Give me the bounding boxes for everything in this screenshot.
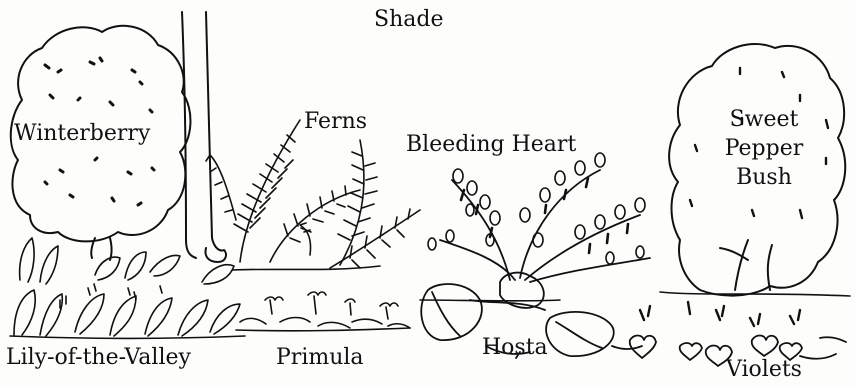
label-bush: Bush <box>716 166 812 189</box>
label-sweet: Sweet <box>716 108 812 131</box>
label-pepper: Pepper <box>716 137 812 160</box>
label-lily-of-the-valley: Lily-of-the-Valley <box>6 346 191 369</box>
label-violets: Violets <box>726 358 802 381</box>
title-shade: Shade <box>374 8 443 31</box>
label-ferns: Ferns <box>304 110 367 133</box>
ground-line <box>420 292 850 301</box>
label-bleeding-heart: Bleeding Heart <box>406 133 576 156</box>
label-sweet-pepper-bush: Sweet Pepper Bush <box>716 108 812 189</box>
bleeding-heart-plant <box>428 153 650 308</box>
label-winterberry: Winterberry <box>14 122 150 145</box>
label-hosta: Hosta <box>482 336 548 359</box>
ferns-cluster <box>206 120 420 270</box>
primula-plants <box>236 292 410 331</box>
lily-of-the-valley-plants <box>10 238 245 338</box>
label-primula: Primula <box>276 346 364 369</box>
